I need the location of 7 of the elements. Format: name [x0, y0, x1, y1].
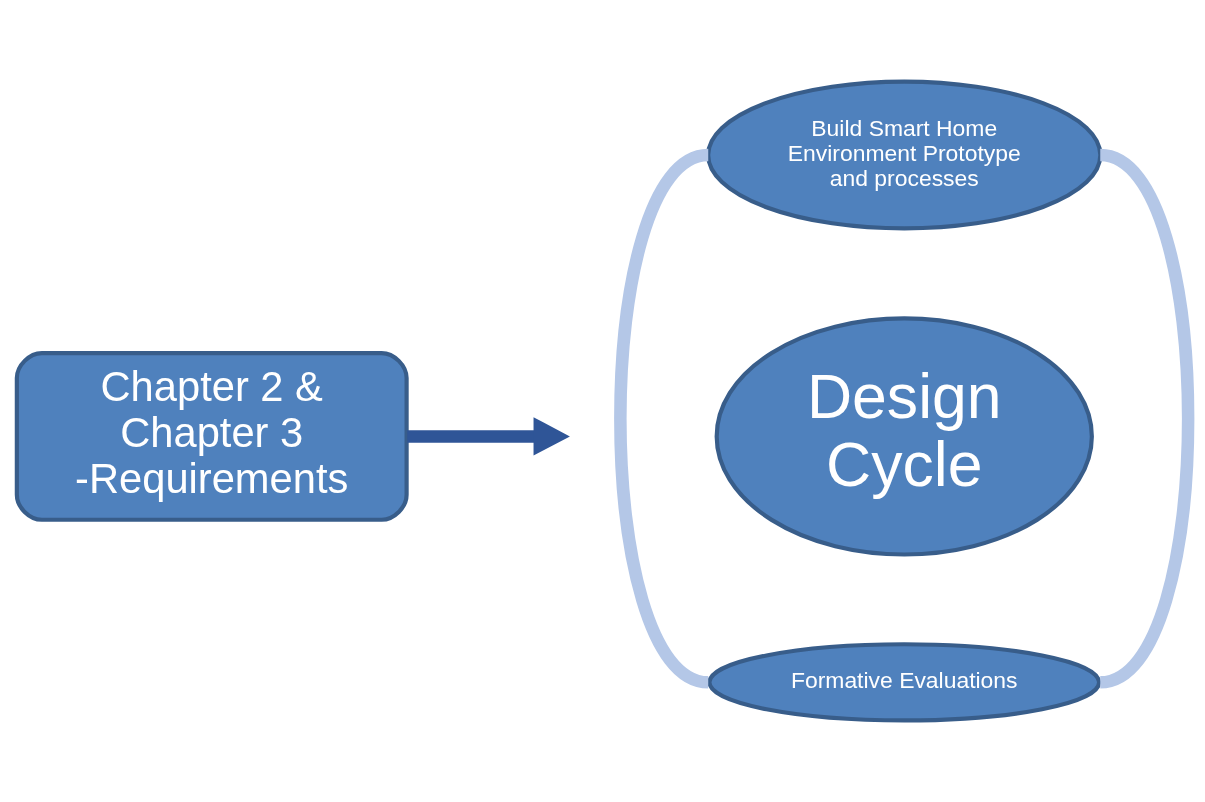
arrow	[407, 417, 570, 456]
node-ellipse: Build Smart Home Environment Prototype and processes	[706, 79, 1103, 231]
node-ellipse: Formative Evaluations	[707, 642, 1102, 723]
node-box: Chapter 2 & Chapter 3 -Requirements	[14, 350, 409, 522]
connector	[1098, 149, 1195, 689]
node-ellipse: Design Cycle	[714, 316, 1094, 557]
connector	[614, 149, 711, 689]
